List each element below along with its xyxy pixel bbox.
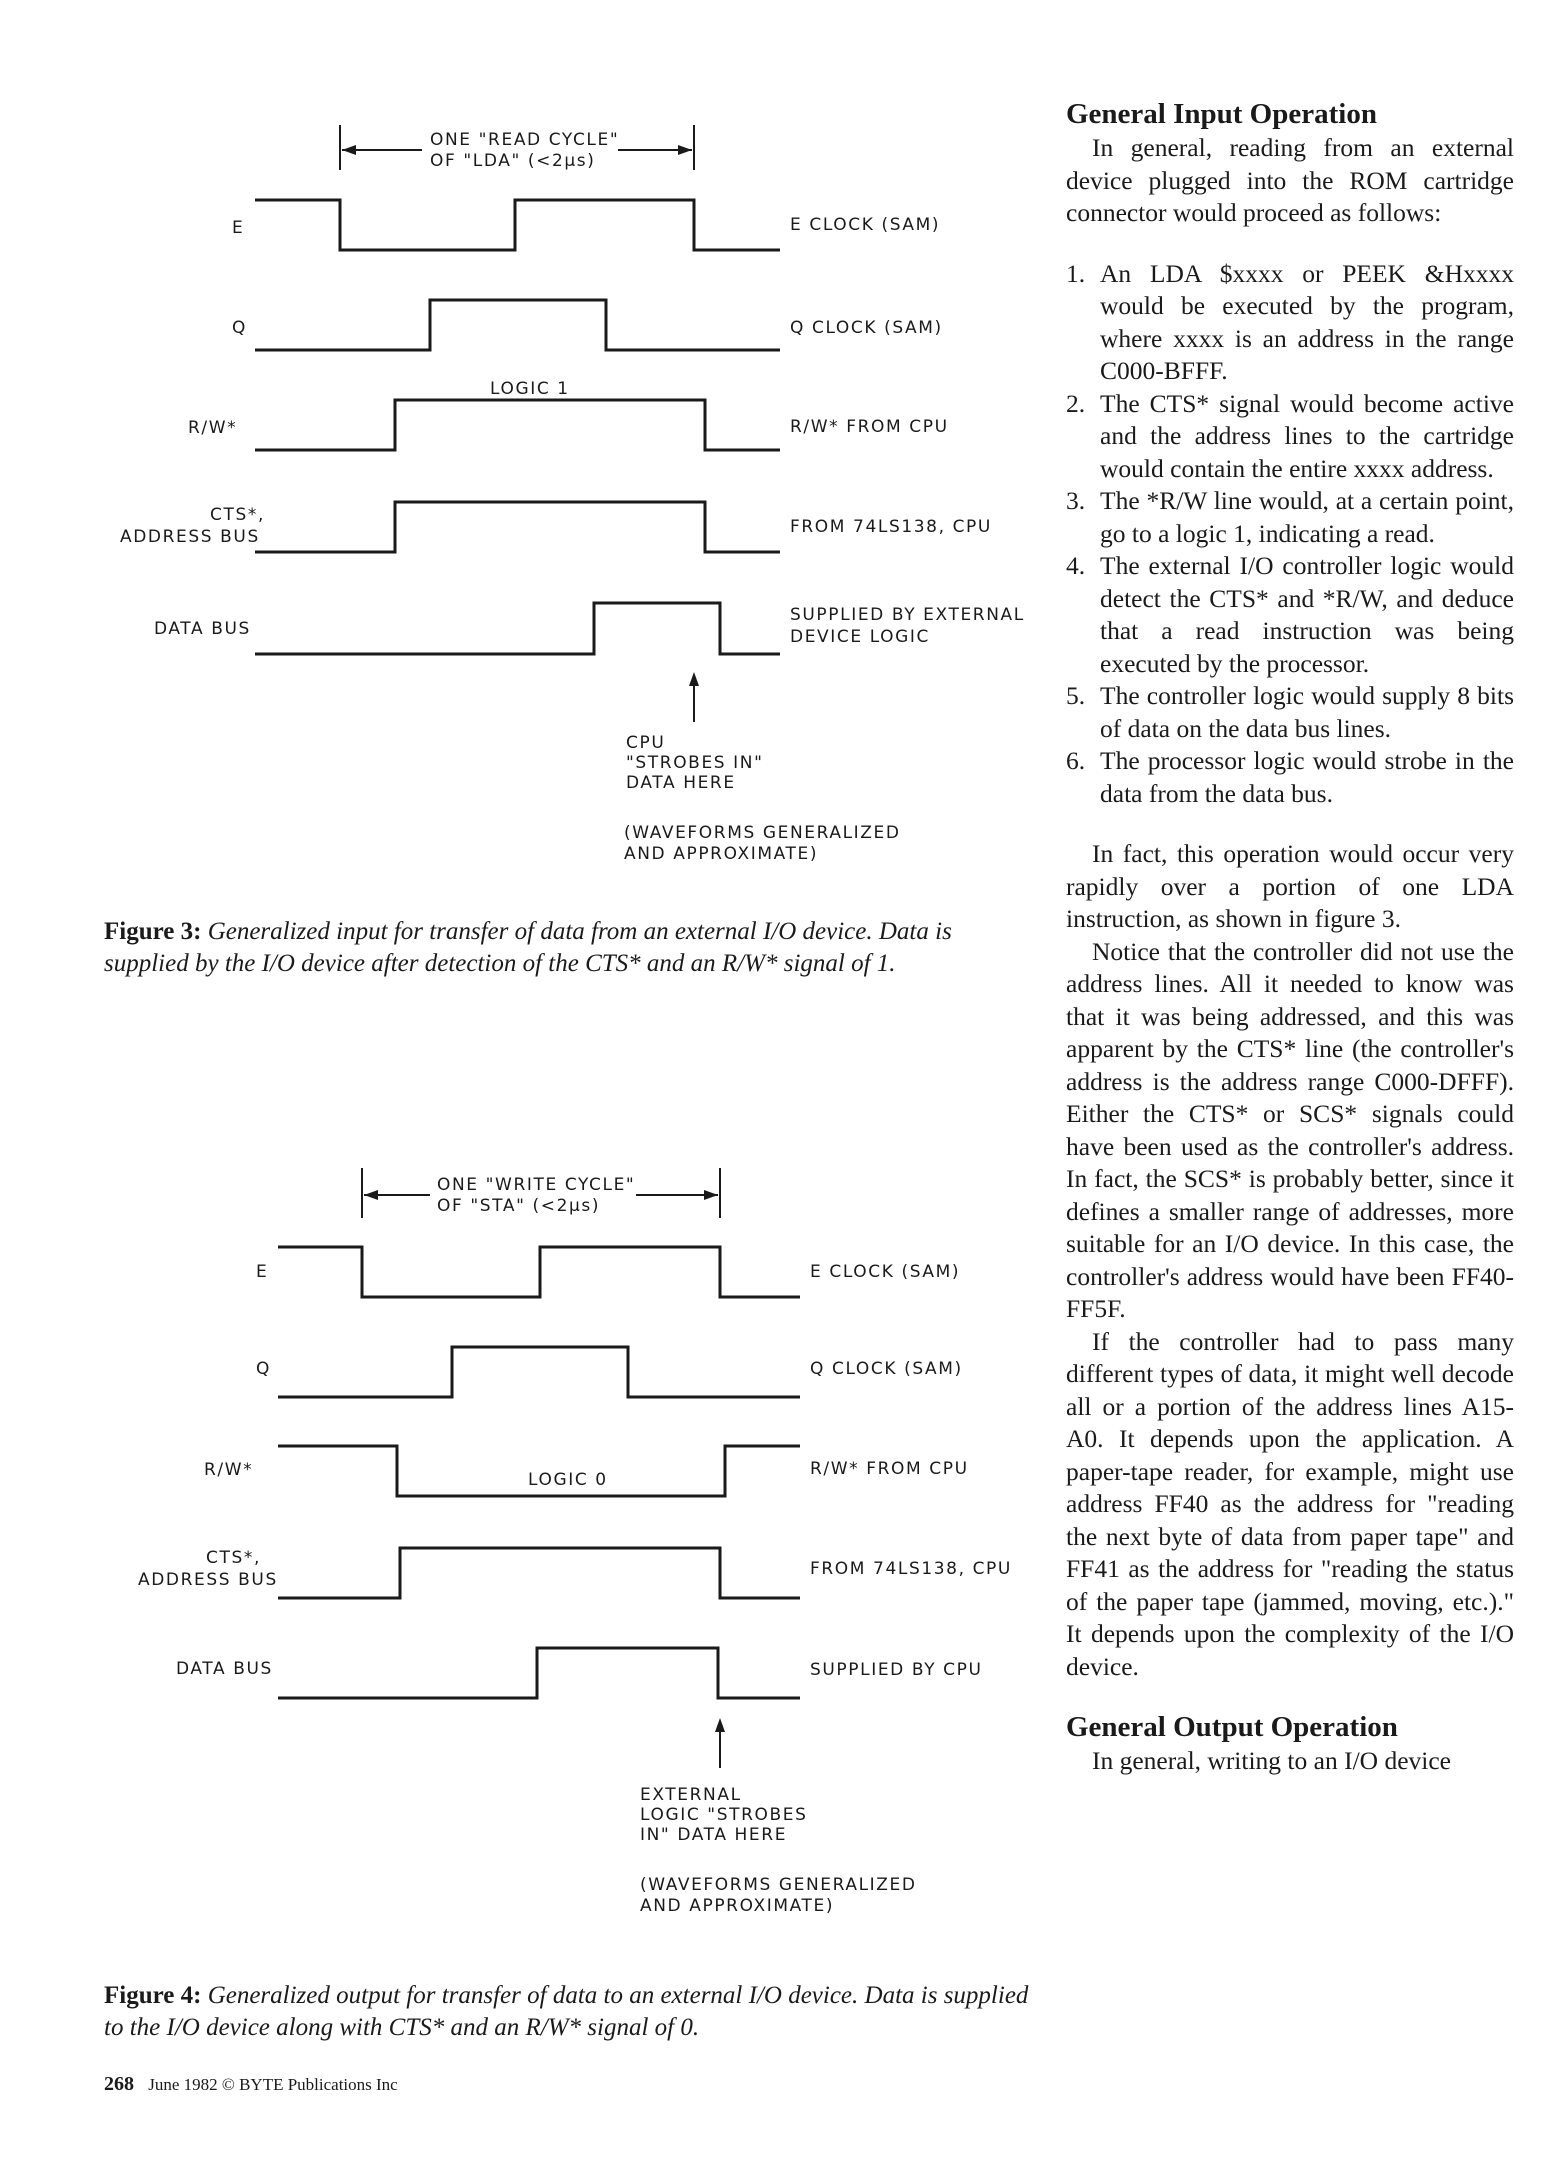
strobe-note-2: "STROBES IN" <box>626 753 764 773</box>
step-number: 4. <box>1066 551 1086 580</box>
waveform-data-bus <box>278 1646 800 1700</box>
cycle-label-line1: ONE "WRITE CYCLE" <box>437 1175 635 1195</box>
signal-name-e: E <box>256 1262 268 1282</box>
waveform-e <box>255 198 780 252</box>
steps-list: 1. An LDA $xxxx or PEEK &Hxxxx would be e… <box>1066 258 1514 811</box>
step-number: 1. <box>1066 258 1086 288</box>
signal-desc-q: Q CLOCK (SAM) <box>810 1359 963 1379</box>
strobe-note-1: CPU <box>626 733 665 753</box>
waveform-data-bus <box>255 601 780 656</box>
waveform-cts <box>278 1546 800 1600</box>
signal-name-data-bus: DATA BUS <box>176 1659 273 1679</box>
approx-note-1: (WAVEFORMS GENERALIZED <box>624 823 901 843</box>
paragraph-3: If the controller had to pass many diffe… <box>1066 1326 1514 1681</box>
step-text: The *R/W line would, at a certain point,… <box>1100 486 1514 548</box>
arrowhead-right <box>678 145 692 155</box>
signal-name-q: Q <box>256 1359 271 1379</box>
step-text: An LDA $xxxx or PEEK &Hxxxx would be exe… <box>1100 258 1514 386</box>
paragraph-1: In fact, this operation would occur very… <box>1066 839 1514 933</box>
figure-4-timing-diagram: ONE "WRITE CYCLE" OF "STA" (<2µs) E E CL… <box>138 1168 1012 1916</box>
step-number: 6. <box>1066 746 1086 775</box>
waveform-e <box>278 1245 800 1299</box>
intro-paragraph: In general, reading from an external dev… <box>1066 133 1514 227</box>
signal-desc-cts: FROM 74LS138, CPU <box>810 1559 1012 1579</box>
figure-3-timing-diagram: ONE "READ CYCLE" OF "LDA" (<2µs) E E CLO… <box>120 125 1025 864</box>
signal-desc-data-bus-2: DEVICE LOGIC <box>790 627 930 647</box>
list-item: 1. An LDA $xxxx or PEEK &Hxxxx would be e… <box>1066 258 1514 388</box>
step-number: 3. <box>1066 486 1086 515</box>
figure-4-caption: Figure 4: Generalized output for transfe… <box>104 1980 1036 2044</box>
arrowhead-left <box>364 1190 378 1200</box>
strobe-arrowhead <box>715 1718 725 1732</box>
list-item: 5. The controller logic would supply 8 bi… <box>1066 680 1514 745</box>
signal-name-address-bus: ADDRESS BUS <box>120 527 260 547</box>
signal-desc-rw: R/W* FROM CPU <box>810 1459 969 1479</box>
logic-0-label: LOGIC 0 <box>528 1470 608 1490</box>
waveform-rw <box>255 398 780 452</box>
signal-name-cts: CTS*, <box>206 1548 261 1568</box>
figure-4-caption-text: Generalized output for transfer of data … <box>104 1982 1029 2041</box>
step-number: 5. <box>1066 681 1086 710</box>
signal-desc-e: E CLOCK (SAM) <box>790 215 940 235</box>
step-text: The external I/O controller logic would … <box>1100 551 1514 678</box>
cycle-label-line2: OF "STA" (<2µs) <box>437 1196 600 1216</box>
signal-desc-rw: R/W* FROM CPU <box>790 417 949 437</box>
signal-desc-data-bus-1: SUPPLIED BY EXTERNAL <box>790 605 1025 625</box>
waveform-q <box>278 1345 800 1399</box>
signal-desc-e: E CLOCK (SAM) <box>810 1262 960 1282</box>
waveform-rw <box>278 1444 800 1498</box>
arrowhead-left <box>342 145 356 155</box>
list-item: 4. The external I/O controller logic woul… <box>1066 550 1514 680</box>
signal-name-data-bus: DATA BUS <box>154 619 251 639</box>
article-column: General Input Operation In general, read… <box>1066 96 1514 1778</box>
signal-name-rw: R/W* <box>204 1460 253 1480</box>
heading-general-input: General Input Operation <box>1066 98 1377 130</box>
signal-name-q: Q <box>232 318 247 338</box>
list-item: 2. The CTS* signal would become active an… <box>1066 388 1514 486</box>
signal-name-rw: R/W* <box>188 418 237 438</box>
approx-note-2: AND APPROXIMATE) <box>624 844 818 864</box>
approx-note-1: (WAVEFORMS GENERALIZED <box>640 1875 917 1895</box>
step-number: 2. <box>1066 388 1086 418</box>
list-item: 3. The *R/W line would, at a certain poin… <box>1066 485 1514 550</box>
signal-desc-q: Q CLOCK (SAM) <box>790 318 943 338</box>
approx-note-2: AND APPROXIMATE) <box>640 1896 834 1916</box>
page-footer: 268 June 1982 © BYTE Publications Inc <box>104 2073 398 2096</box>
waveform-cts <box>255 500 780 554</box>
heading-general-output: General Output Operation <box>1066 1711 1398 1743</box>
signal-name-address-bus: ADDRESS BUS <box>138 1570 278 1590</box>
paragraph-4: In general, writing to an I/O device <box>1092 1746 1451 1775</box>
signal-name-cts: CTS*, <box>210 505 265 525</box>
arrowhead-right <box>704 1190 718 1200</box>
waveform-q <box>255 298 780 352</box>
list-item: 6. The processor logic would strobe in th… <box>1066 745 1514 810</box>
figure-3-caption: Figure 3: Generalized input for transfer… <box>104 916 1036 980</box>
signal-desc-cts: FROM 74LS138, CPU <box>790 517 992 537</box>
footer-credit: June 1982 © BYTE Publications Inc <box>148 2075 398 2094</box>
strobe-note-3: DATA HERE <box>626 773 736 793</box>
figure-3-caption-text: Generalized input for transfer of data f… <box>104 918 952 977</box>
logic-1-label: LOGIC 1 <box>490 379 570 399</box>
paragraph-2: Notice that the controller did not use t… <box>1066 936 1514 1324</box>
step-text: The controller logic would supply 8 bits… <box>1100 681 1514 743</box>
page-number: 268 <box>104 2073 134 2095</box>
strobe-note-1: EXTERNAL <box>640 1785 742 1805</box>
cycle-label-line2: OF "LDA" (<2µs) <box>430 151 596 171</box>
signal-desc-data-bus: SUPPLIED BY CPU <box>810 1660 983 1680</box>
strobe-note-2: LOGIC "STROBES <box>640 1805 808 1825</box>
strobe-arrowhead <box>689 672 699 686</box>
figure-4-label: Figure 4: <box>104 1982 202 2009</box>
cycle-label-line1: ONE "READ CYCLE" <box>430 130 619 150</box>
strobe-note-3: IN" DATA HERE <box>640 1825 787 1845</box>
figure-3-label: Figure 3: <box>104 918 202 945</box>
step-text: The processor logic would strobe in the … <box>1100 746 1514 808</box>
signal-name-e: E <box>232 218 244 238</box>
step-text: The CTS* signal would become active and … <box>1100 388 1514 483</box>
